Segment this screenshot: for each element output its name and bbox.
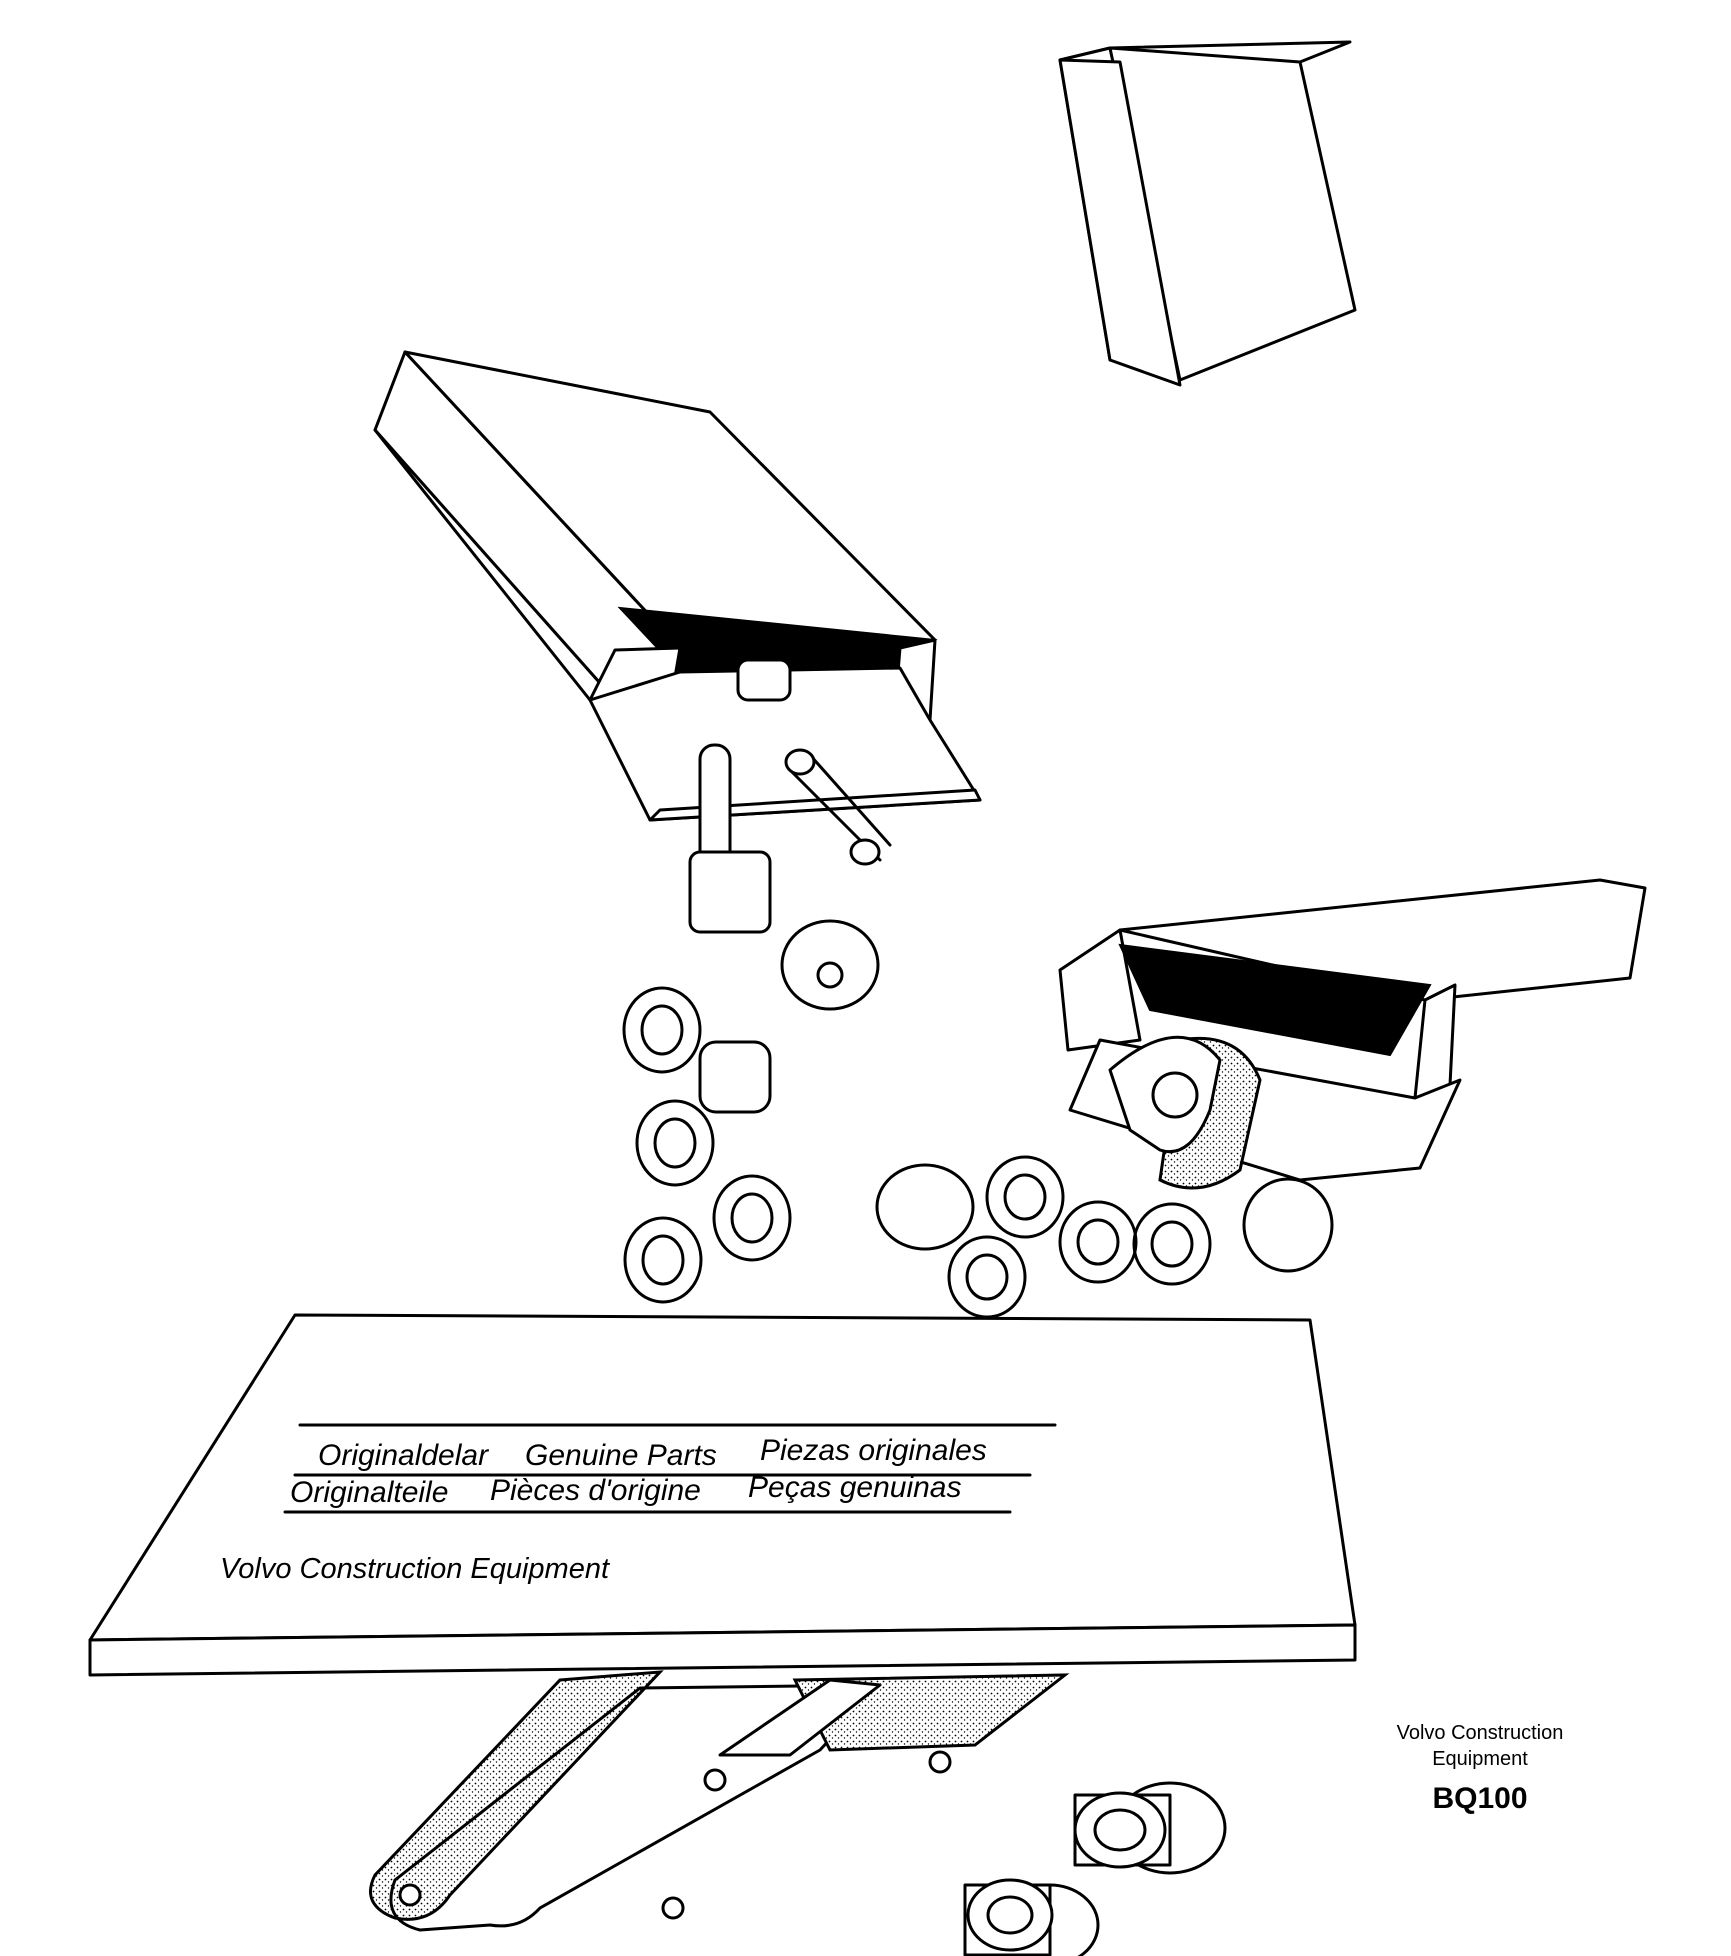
caption-org-line-1: Volvo Construction: [1396, 1722, 1564, 1744]
label-pieces-d-origine: Pièces d'origine: [490, 1474, 701, 1507]
gaskets: [369, 1670, 1070, 1932]
closed-box: [1058, 40, 1357, 387]
label-originalteile: Originalteile: [290, 1476, 448, 1509]
label-originaldelar: Originaldelar: [318, 1439, 489, 1472]
label-genuine-parts: Genuine Parts: [525, 1439, 717, 1472]
caption-block: Volvo Construction Equipment BQ100: [1330, 1720, 1630, 1816]
washers: [622, 986, 1334, 1319]
open-box-upper: [373, 350, 982, 822]
small-parts: [688, 743, 892, 1114]
label-pecas-genuinas: Peças genuinas: [748, 1471, 962, 1504]
board-brand: Volvo Construction Equipment: [220, 1553, 611, 1585]
caption-code: BQ100: [1432, 1782, 1528, 1815]
caption-org-line-2: Equipment: [1432, 1748, 1528, 1770]
parts-board: Originaldelar Genuine Parts Piezas origi…: [88, 1313, 1357, 1677]
label-piezas-originales: Piezas originales: [760, 1434, 987, 1467]
bearings: [963, 1781, 1227, 1956]
